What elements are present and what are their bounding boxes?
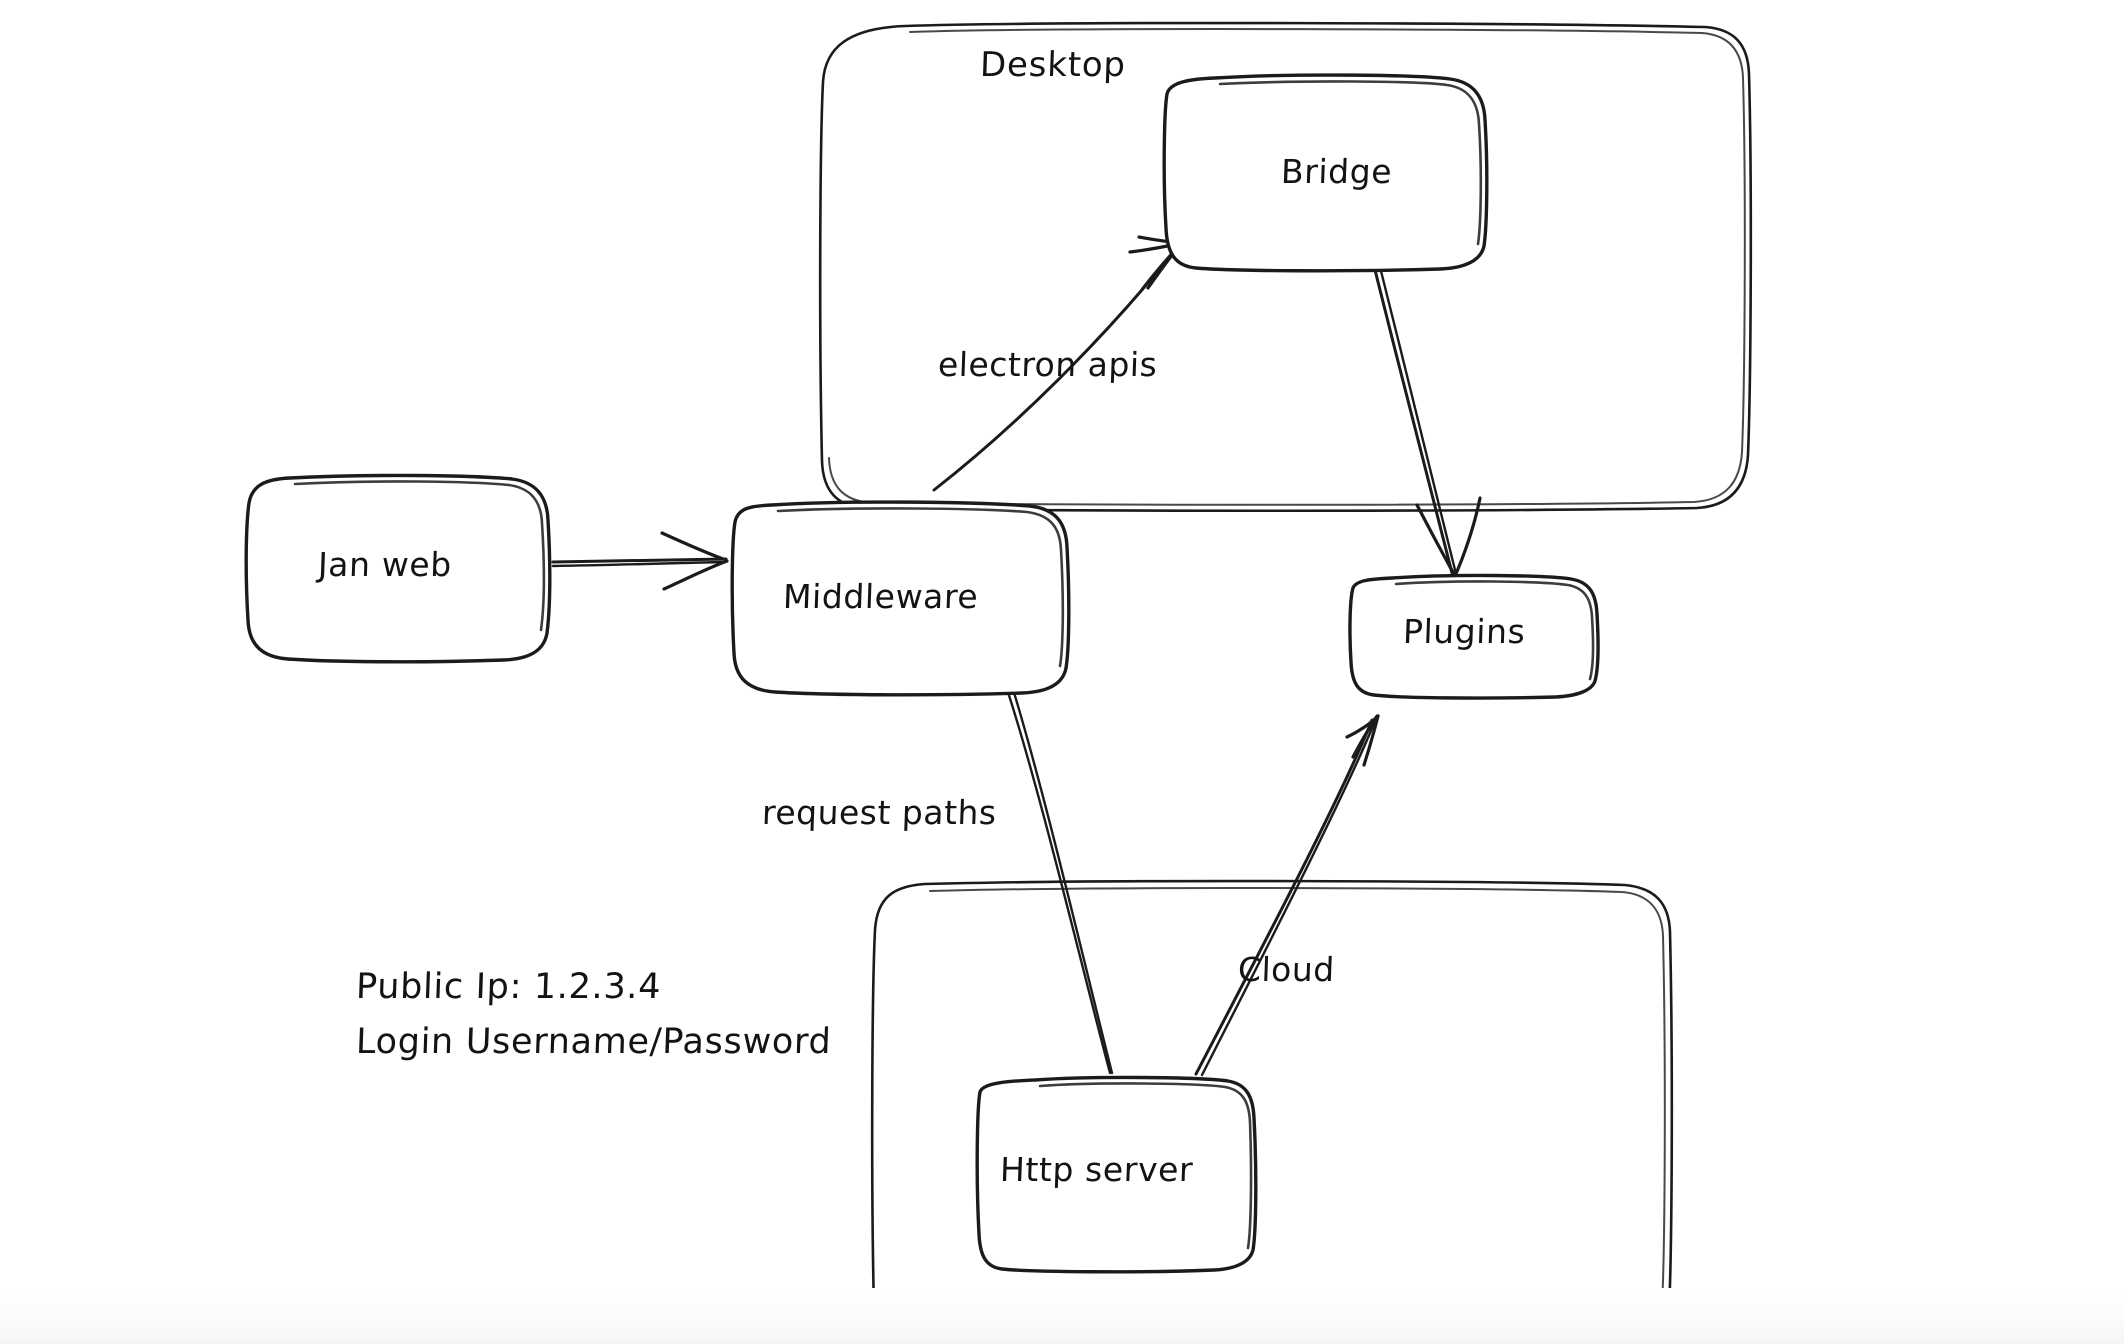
edge-label-request-paths: request paths [761, 793, 998, 832]
node-plugins[interactable] [1348, 573, 1600, 700]
node-bridge[interactable] [1162, 73, 1489, 273]
node-label-bridge: Bridge [1280, 152, 1393, 191]
edge-bridge-plugins [1372, 264, 1482, 578]
node-label-jan-web: Jan web [317, 545, 453, 584]
node-middleware[interactable] [730, 500, 1071, 697]
node-label-http-server: Http server [999, 1150, 1194, 1189]
edge-janweb-middleware [551, 531, 729, 591]
note-public-ip: Public Ip: 1.2.3.4 [355, 967, 662, 1007]
edge-middleware-httpserver [1004, 684, 1114, 1075]
node-jan-web[interactable] [244, 473, 552, 664]
group-server [870, 879, 1674, 1344]
note-login-credentials: Login Username/Password [355, 1022, 833, 1062]
group-label-desktop: Desktop [979, 45, 1127, 85]
node-label-middleware: Middleware [782, 577, 980, 616]
edge-label-cloud: Cloud [1237, 950, 1336, 989]
node-http-server[interactable] [975, 1075, 1258, 1274]
group-desktop [818, 21, 1753, 513]
node-label-plugins: Plugins [1402, 612, 1527, 651]
edge-httpserver-plugins [1194, 714, 1380, 1077]
edge-label-electron-apis: electron apis [937, 345, 1159, 384]
